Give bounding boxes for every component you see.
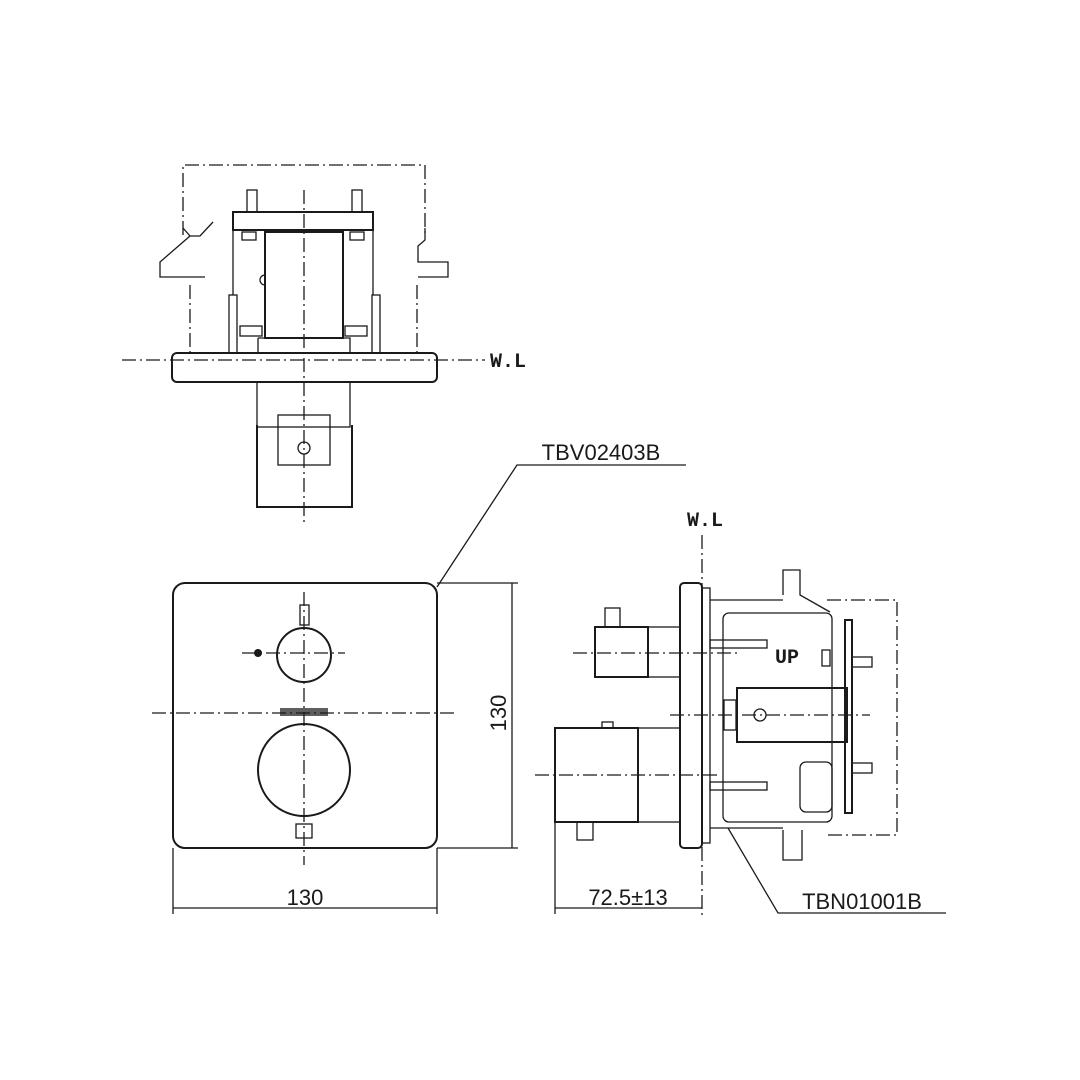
- side-waterline-label: W.L: [687, 510, 723, 533]
- valve-body-part-label: TBN01001B: [802, 889, 922, 914]
- up-marking: UP: [775, 647, 799, 670]
- depth-dimension: 72.5±13: [588, 885, 667, 910]
- faceplate-part-label: TBV02403B: [542, 440, 661, 465]
- side-view: W.L UP 72.5±13 TBN01001B: [535, 510, 946, 915]
- width-dimension: 130: [287, 885, 324, 910]
- top-waterline-label: W.L: [490, 351, 526, 374]
- front-view: 130 130 TBV02403B: [152, 440, 686, 914]
- top-view: W.L: [122, 164, 526, 525]
- height-dimension: 130: [486, 695, 511, 732]
